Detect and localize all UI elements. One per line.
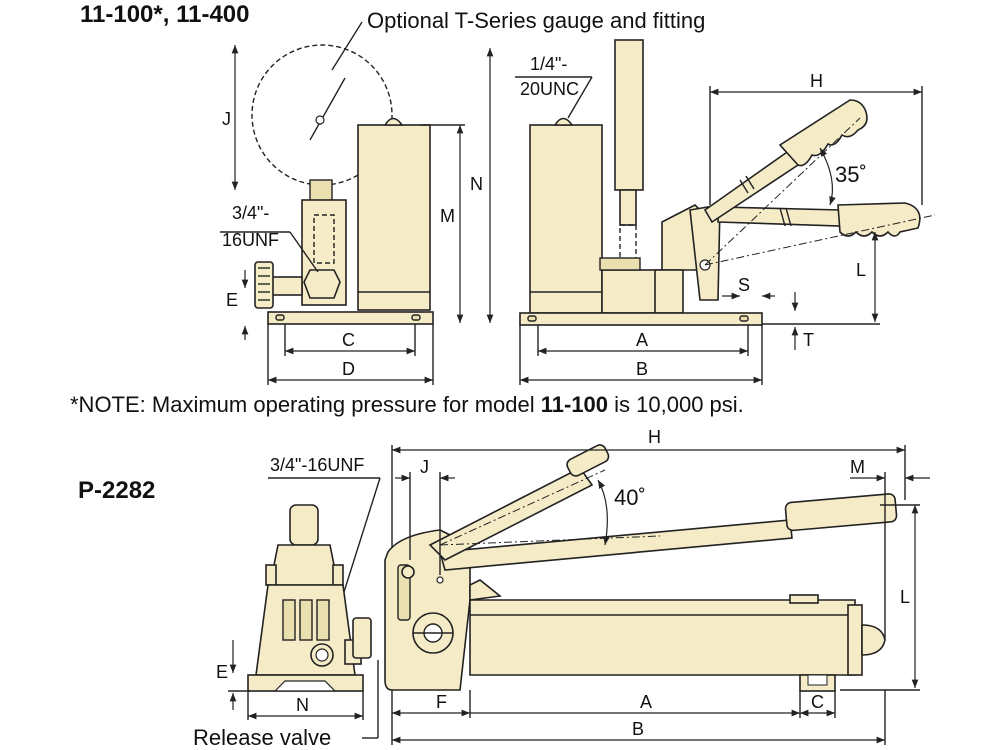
bottom-side-view bbox=[384, 444, 898, 692]
dim-j-bottom: J bbox=[420, 457, 429, 477]
bottom-end-view bbox=[247, 504, 372, 692]
thread-right-line2: 20UNC bbox=[520, 79, 579, 99]
release-knob bbox=[254, 261, 274, 309]
dim-h-top: H bbox=[810, 71, 823, 91]
dim-n-bottom: N bbox=[296, 695, 309, 715]
reservoir-body bbox=[469, 599, 856, 676]
thread-left-line2: 16UNF bbox=[222, 230, 279, 250]
thread-bottom: 3/4"-16UNF bbox=[270, 455, 364, 475]
reservoir bbox=[357, 124, 431, 311]
gauge-circle bbox=[251, 44, 393, 186]
foot-pedal-lower bbox=[837, 202, 921, 237]
angle-35: 35˚ bbox=[835, 162, 867, 187]
plunger bbox=[614, 39, 644, 191]
dim-e-top: E bbox=[226, 290, 238, 310]
gauge-label: Optional T-Series gauge and fitting bbox=[367, 8, 705, 33]
end-cap bbox=[861, 624, 886, 656]
dim-b-bottom: B bbox=[632, 719, 644, 739]
dim-f-bottom: F bbox=[436, 692, 447, 712]
bottom-model-title: P-2282 bbox=[78, 477, 155, 504]
dim-t-top: T bbox=[803, 330, 814, 350]
dim-a-top: A bbox=[636, 330, 648, 350]
dim-j-top: J bbox=[222, 109, 231, 129]
top-side-view bbox=[519, 39, 936, 326]
end-housing-top bbox=[269, 544, 339, 586]
hex-nut bbox=[303, 269, 341, 299]
release-valve-label: Release valve bbox=[193, 725, 331, 750]
release-valve-knob bbox=[352, 617, 372, 659]
base-plate-side bbox=[519, 312, 763, 326]
dim-c-bottom: C bbox=[811, 692, 824, 712]
thread-right-line1: 1/4"- bbox=[530, 54, 567, 74]
gauge-leader bbox=[331, 21, 363, 71]
pressure-note: *NOTE: Maximum operating pressure for mo… bbox=[70, 392, 744, 417]
dim-h-bottom: H bbox=[648, 427, 661, 447]
dim-l-bottom: L bbox=[900, 587, 910, 607]
dim-m-bottom: M bbox=[850, 457, 865, 477]
base-plate bbox=[267, 311, 434, 325]
top-front-view bbox=[251, 44, 434, 325]
dim-c-top: C bbox=[342, 330, 355, 350]
dim-l-top: L bbox=[856, 260, 866, 280]
long-handle bbox=[438, 519, 793, 571]
reservoir-side bbox=[529, 124, 603, 314]
top-model-title: 11-100*, 11-400 bbox=[80, 1, 250, 28]
dim-s-top: S bbox=[738, 275, 750, 295]
dim-m-top: M bbox=[440, 206, 455, 226]
angle-40: 40˚ bbox=[614, 485, 646, 510]
dim-n-top: N bbox=[470, 174, 483, 194]
dim-d-top: D bbox=[342, 359, 355, 379]
dim-b-top: B bbox=[636, 359, 648, 379]
thread-left-line1: 3/4"- bbox=[232, 203, 269, 223]
handle-grip bbox=[784, 493, 898, 532]
dim-a-bottom: A bbox=[640, 692, 652, 712]
dim-e-bottom: E bbox=[216, 662, 228, 682]
